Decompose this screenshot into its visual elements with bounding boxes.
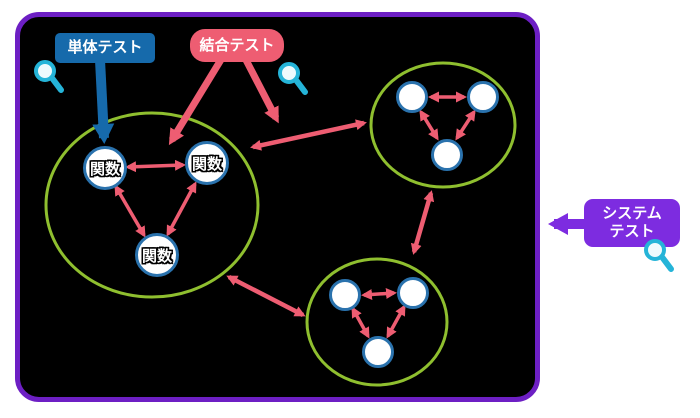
double-arrow [386,304,406,339]
component-node [362,336,394,368]
integration-test-pointer-arrow-right [241,56,280,124]
double-arrow [455,109,476,141]
function-node: 関数 [185,141,229,185]
double-arrow-left-to-bottom [226,274,306,318]
top-right-module-internal-arrows [419,91,476,141]
inter-module-arrows [226,119,435,318]
component-node [467,81,499,113]
unit-test-pointer-arrow [92,59,115,144]
function-node: 関数 [135,233,179,277]
unit-test-magnifier-icon [34,60,64,93]
system-test-magnifier-icon [644,239,674,272]
integration-test-magnifier-icon [278,62,308,95]
module-group-bottom [305,257,449,387]
double-arrow-left-to-topright [250,119,367,151]
left-module-internal-arrows [114,159,197,238]
double-arrow [166,181,197,237]
function-node-label: 関数 [141,247,172,265]
double-arrow [361,288,397,300]
unit-test-label: 単体テスト [55,33,155,63]
double-arrow [114,184,146,238]
double-arrow [125,159,186,173]
bottom-module-internal-arrows [351,288,406,339]
component-node [396,81,428,113]
double-arrow [351,306,370,339]
component-node [431,139,463,171]
component-node [397,277,429,309]
function-node-label: 関数 [191,155,222,173]
double-arrow [419,109,439,141]
component-node [329,279,361,311]
function-node: 関数 [83,146,127,190]
function-node-label: 関数 [89,160,120,178]
system-test-label-line1: システム [602,205,662,222]
module-group-left [44,111,260,299]
module-group-top-right [369,61,517,189]
double-arrow-topright-to-bottom [410,190,435,255]
system-test-label-line2: テスト [609,223,655,240]
system-test-label: システム テスト [584,199,680,247]
integration-test-label: 結合テスト [190,29,284,62]
integration-test-pointer-arrow-left [168,56,225,146]
